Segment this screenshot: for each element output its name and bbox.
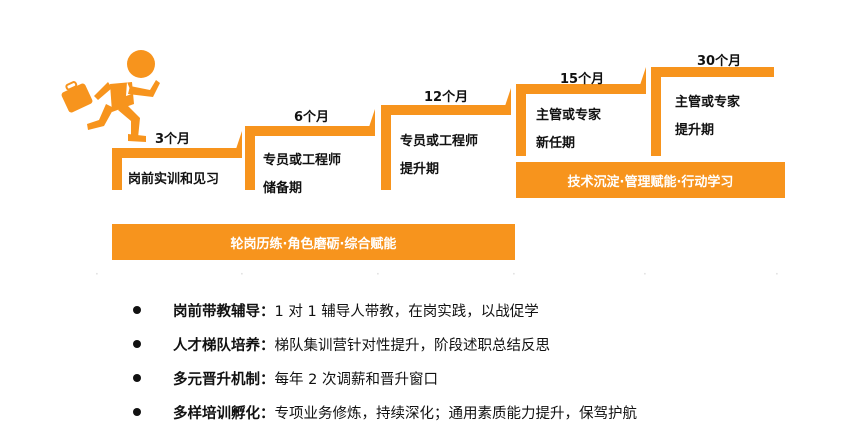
bullet-text: 专项业务修炼，持续深化；通用素质能力提升，保驾护航 <box>274 405 638 422</box>
decorative-dot: · <box>512 267 516 281</box>
step-4-month: 15个月 <box>560 72 605 87</box>
bullet-heading: 多元晋升机制： <box>173 371 275 388</box>
step-2-stage-line-1: 专员或工程师 <box>263 153 342 168</box>
step-brackets <box>61 50 774 190</box>
list-item: 多样培训孵化： 专项业务修炼，持续深化；通用素质能力提升，保驾护航 <box>125 395 825 429</box>
step-1-month: 3个月 <box>155 132 191 147</box>
step-bracket-2 <box>245 109 375 190</box>
step-5-stage-line-1: 主管或专家 <box>675 95 741 110</box>
step-bracket-3 <box>381 88 511 190</box>
step-bracket-5 <box>651 67 774 156</box>
bullet-dot-icon <box>133 306 141 314</box>
bullet-heading: 人才梯队培养： <box>173 337 275 354</box>
bullet-heading: 多样培训孵化： <box>173 405 275 422</box>
bullet-dot-icon <box>133 408 141 416</box>
lower-banner: 轮岗历练·角色磨砺·综合赋能 <box>112 224 515 260</box>
step-2-stage: 专员或工程师 储备期 <box>263 147 341 203</box>
step-4-stage-line-2: 新任期 <box>536 136 576 151</box>
step-2-stage-line-2: 储备期 <box>263 181 303 196</box>
decorative-dot: · <box>643 267 647 281</box>
bullet-dot-icon <box>133 340 141 348</box>
bullet-text: 1 对 1 辅导人带教，在岗实践，以战促学 <box>274 303 539 320</box>
step-3-stage: 专员或工程师 提升期 <box>400 128 478 184</box>
feature-bullet-list: 岗前带教辅导： 1 对 1 辅导人带教，在岗实践，以战促学 人才梯队培养： 梯队… <box>125 293 825 429</box>
step-3-stage-line-2: 提升期 <box>400 162 440 177</box>
step-1-stage-line-1: 岗前实训和见习 <box>128 172 220 187</box>
decorative-dot: · <box>95 267 99 281</box>
running-businessman-icon <box>61 50 160 142</box>
list-item: 多元晋升机制： 每年 2 次调薪和晋升窗口 <box>125 361 825 395</box>
list-item: 人才梯队培养： 梯队集训营针对性提升，阶段述职总结反思 <box>125 327 825 361</box>
decorative-dot: · <box>376 267 380 281</box>
decorative-dot: · <box>775 267 779 281</box>
step-5-stage: 主管或专家 提升期 <box>675 89 740 145</box>
step-4-stage-line-1: 主管或专家 <box>536 108 602 123</box>
step-5-stage-line-2: 提升期 <box>675 123 715 138</box>
bullet-text: 梯队集训营针对性提升，阶段述职总结反思 <box>274 337 551 354</box>
step-1-stage: 岗前实训和见习 <box>128 166 219 194</box>
bullet-dot-icon <box>133 374 141 382</box>
step-5-month: 30个月 <box>697 54 742 69</box>
step-3-stage-line-1: 专员或工程师 <box>400 134 479 149</box>
list-item: 岗前带教辅导： 1 对 1 辅导人带教，在岗实践，以战促学 <box>125 293 825 327</box>
decorative-dot: · <box>240 267 244 281</box>
bullet-text: 每年 2 次调薪和晋升窗口 <box>274 371 438 388</box>
step-2-month: 6个月 <box>294 110 330 125</box>
step-bracket-1 <box>112 131 242 190</box>
career-path-diagram: 3个月 6个月 12个月 15个月 30个月 岗前实训和见习 专员或工程师 储备… <box>61 50 785 281</box>
upper-banner: 技术沉淀·管理赋能·行动学习 <box>516 162 785 198</box>
step-3-month: 12个月 <box>424 90 469 105</box>
step-4-stage: 主管或专家 新任期 <box>536 102 601 158</box>
step-bracket-4 <box>516 67 646 156</box>
bullet-heading: 岗前带教辅导： <box>173 303 275 320</box>
